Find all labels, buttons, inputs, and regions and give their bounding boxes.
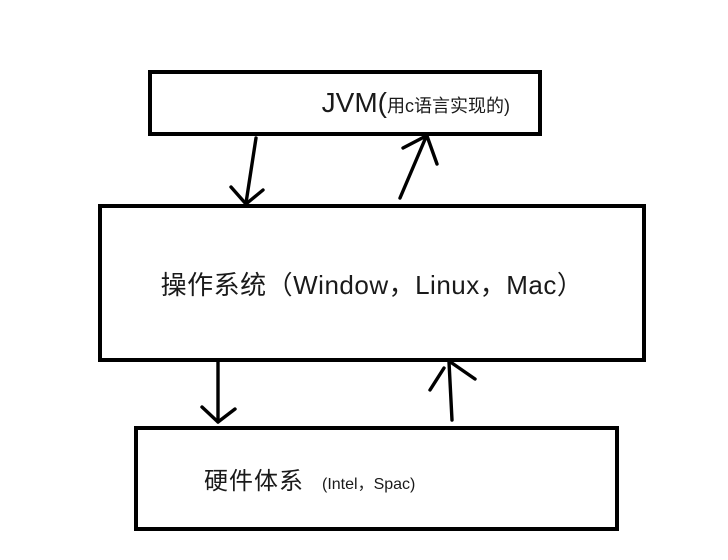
jvm-to-os-down-arrow-icon <box>229 136 265 206</box>
hardware-node-label-row: 硬件体系 (Intel，Spac) <box>204 461 415 496</box>
os-node: 操作系统（Window，Linux，Mac） <box>98 204 646 362</box>
hardware-node: 硬件体系 (Intel，Spac) <box>134 426 619 531</box>
hardware-node-sublabel: (Intel，Spac) <box>322 476 416 493</box>
os-to-hardware-down-arrow-icon <box>200 360 237 424</box>
hardware-to-os-up-arrow-icon <box>428 359 477 422</box>
os-node-label: 操作系统（Window，Linux，Mac） <box>160 269 584 300</box>
os-to-jvm-up-arrow-icon <box>398 134 439 200</box>
jvm-node-label: JVM( <box>321 87 387 118</box>
jvm-node: JVM(用c语言实现的) <box>148 70 542 136</box>
hardware-node-label: 硬件体系 <box>204 468 304 495</box>
jvm-node-sublabel: 用c语言实现的) <box>387 96 510 116</box>
os-node-label-row: 操作系统（Window，Linux，Mac） <box>161 265 584 302</box>
jvm-node-label-row: JVM(用c语言实现的) <box>322 87 510 119</box>
